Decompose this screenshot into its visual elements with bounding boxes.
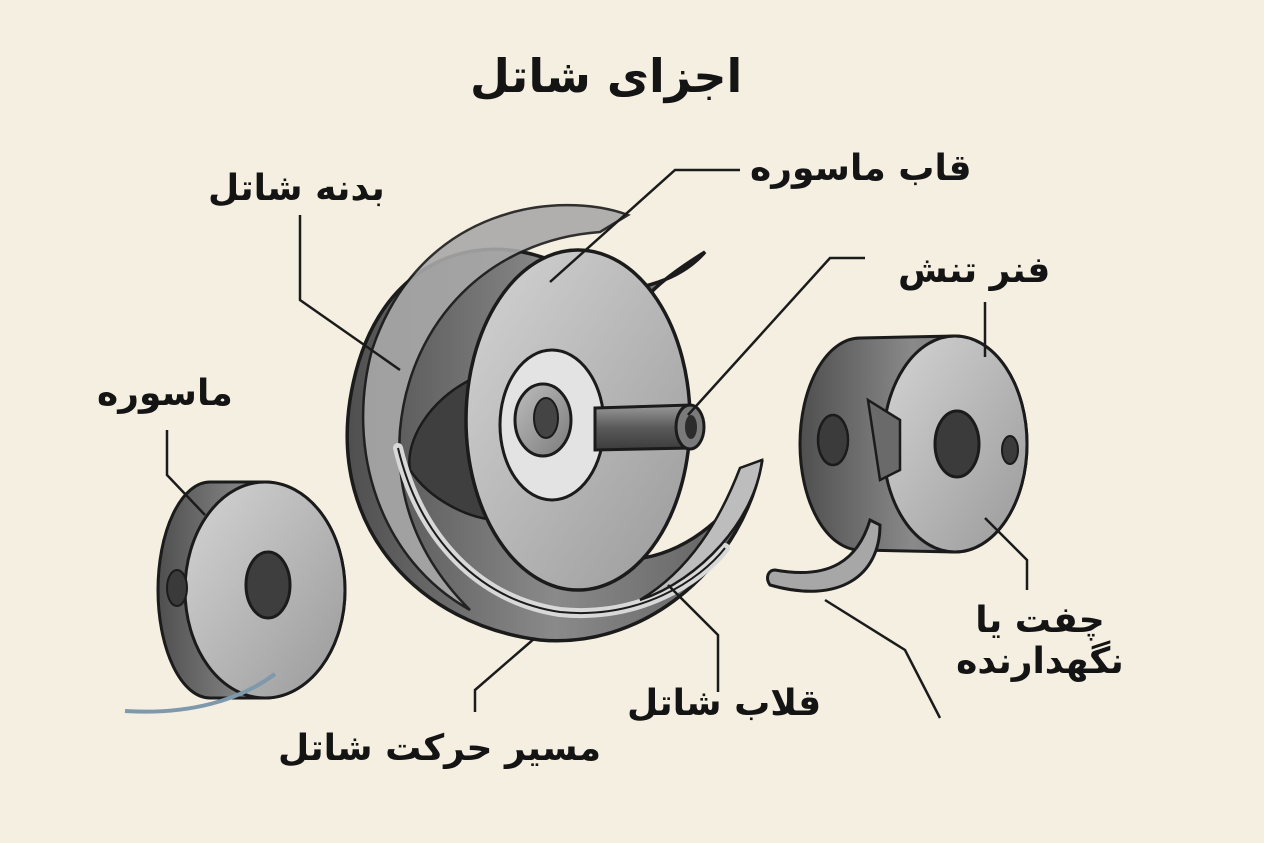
shuttle-race-edge xyxy=(397,447,726,614)
leader-bobbin xyxy=(165,430,206,516)
label-shuttle-body: بدنه شاتل xyxy=(208,168,385,209)
label-bobbin: ماسوره xyxy=(97,373,233,414)
label-bobbin-case: قاب ماسوره xyxy=(750,148,972,189)
latch-slot xyxy=(866,397,902,482)
label-latch: چفت یا نگهدارنده xyxy=(956,600,1124,683)
latch-center-hole xyxy=(933,409,981,479)
label-shuttle-hook: قلاب شاتل xyxy=(627,683,822,724)
leader-shuttle-race xyxy=(473,637,536,712)
bobbin-thread xyxy=(124,672,277,714)
shuttle-hook-tip xyxy=(639,458,764,602)
spindle-pin-tip-hole xyxy=(685,415,697,439)
leader-shuttle-hook xyxy=(667,584,720,692)
diagram-title: اجزای شاتل xyxy=(470,49,743,103)
bobbin-case-hub-hole xyxy=(533,397,559,439)
latch-side-hole xyxy=(816,413,850,467)
bobbin-part xyxy=(124,480,347,714)
leader-bobbin-case xyxy=(549,168,740,283)
latch-finger xyxy=(766,517,882,593)
bobbin-side-hole xyxy=(166,569,188,607)
latch-part xyxy=(766,334,1029,593)
leader-tension-spring xyxy=(687,256,865,416)
leader-latch-finger xyxy=(824,598,942,719)
label-shuttle-race: مسیر حرکت شاتل xyxy=(278,728,602,769)
leader-latch xyxy=(984,517,1029,590)
shuttle-body-rim xyxy=(361,203,631,612)
shuttle-main-part xyxy=(345,203,764,643)
leader-shuttle-body xyxy=(298,215,401,372)
leader-lines xyxy=(165,168,1029,719)
label-tension-spring: فنر تنش xyxy=(898,250,1051,291)
latch-small-hole xyxy=(1001,435,1019,465)
bobbin-center-hole xyxy=(244,550,292,620)
